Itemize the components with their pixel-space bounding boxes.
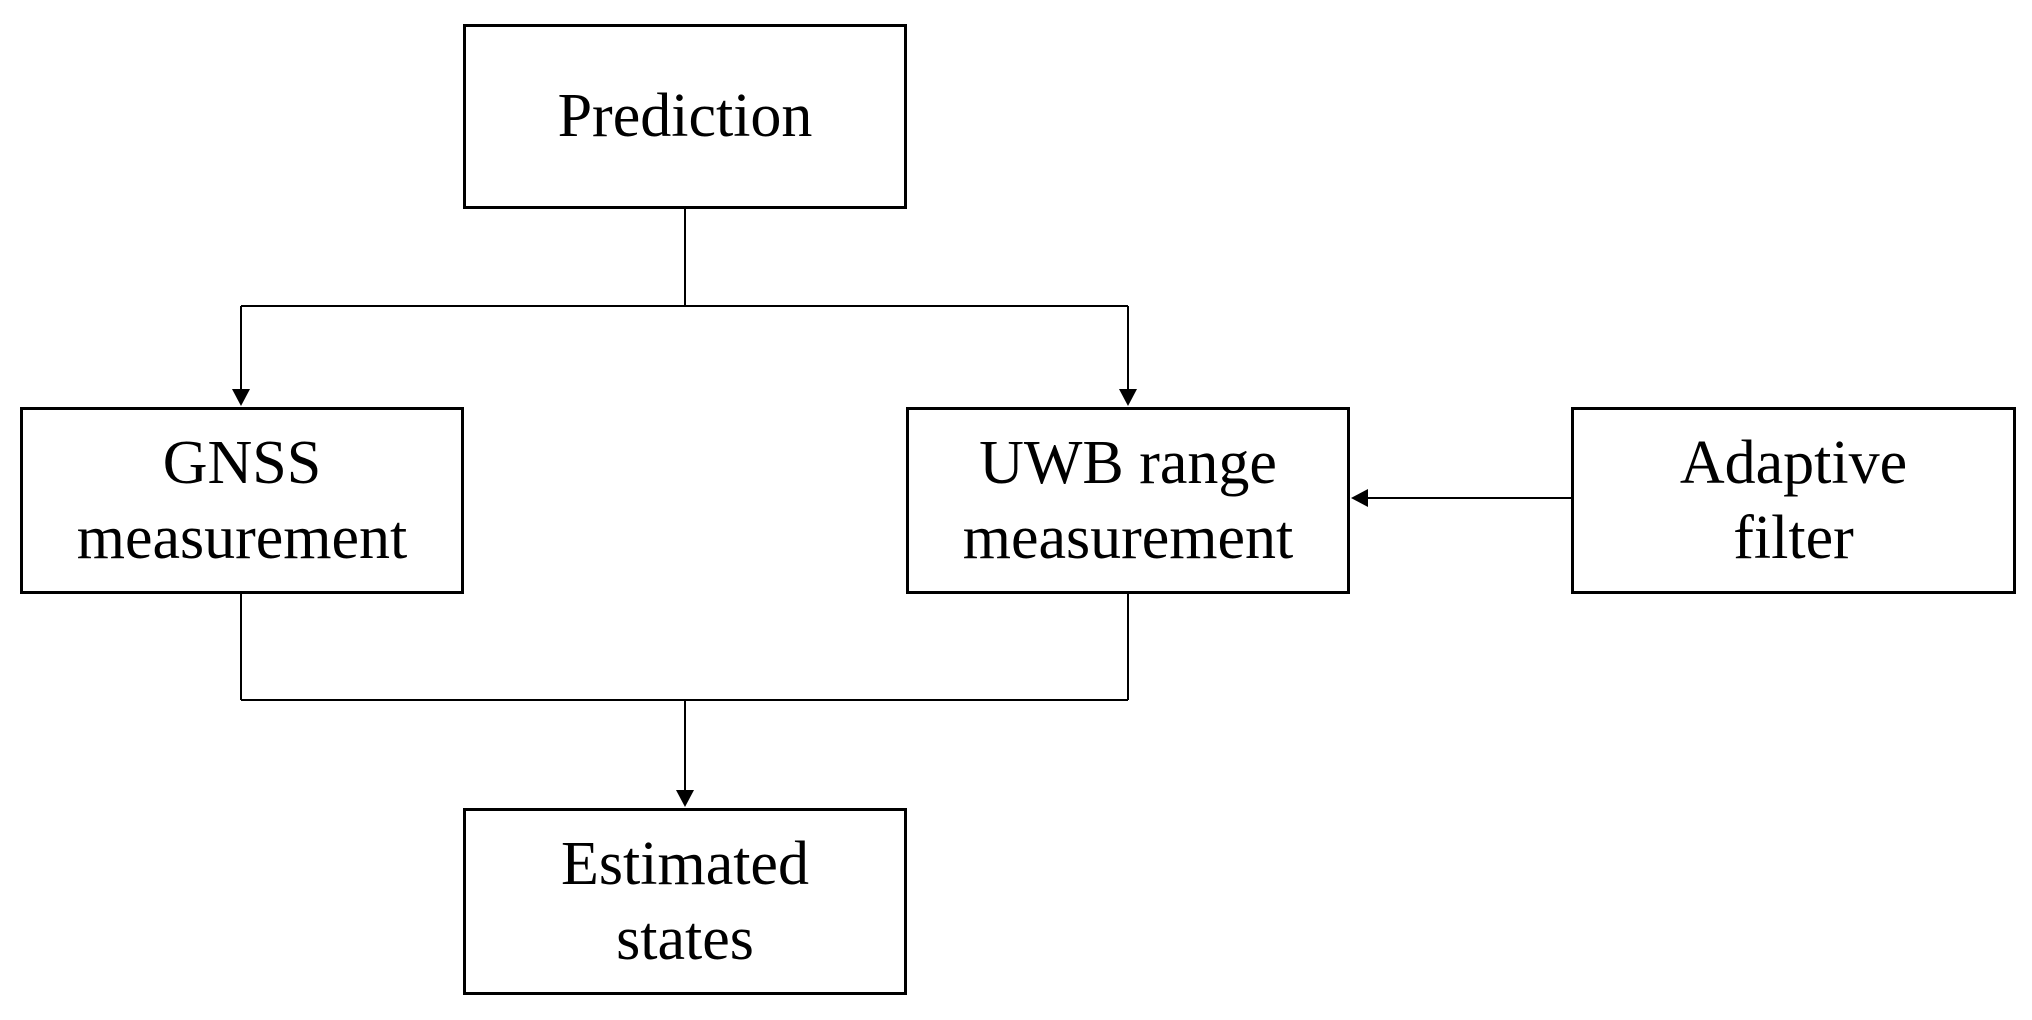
arrowhead-estimated xyxy=(676,790,694,807)
node-uwb-line-2: measurement xyxy=(962,503,1294,572)
node-uwb-line-1: UWB range xyxy=(979,429,1277,498)
edge-measurements-to-estimated xyxy=(240,594,1129,807)
node-estimated-line-1: Estimated xyxy=(561,830,809,899)
node-adaptive-line-2: filter xyxy=(1733,503,1854,572)
node-uwb-range-measurement: UWB range measurement xyxy=(906,407,1350,594)
arrowhead-uwb xyxy=(1119,389,1137,406)
node-prediction: Prediction xyxy=(463,24,907,209)
node-adaptive-filter: Adaptive filter xyxy=(1571,407,2016,594)
node-gnss-line-1: GNSS xyxy=(162,429,322,498)
node-prediction-line-1: Prediction xyxy=(557,82,813,151)
node-estimated-states: Estimated states xyxy=(463,808,907,995)
node-adaptive-line-1: Adaptive xyxy=(1679,429,1908,498)
arrowhead-adaptive-uwb xyxy=(1351,489,1368,507)
node-gnss-line-2: measurement xyxy=(76,503,408,572)
arrow-adaptive-to-uwb xyxy=(1351,489,1571,507)
arrow-to-gnss xyxy=(232,306,250,406)
arrow-to-uwb xyxy=(1119,306,1137,406)
node-gnss-measurement: GNSS measurement xyxy=(20,407,464,594)
arrowhead-gnss xyxy=(232,389,250,406)
edge-prediction-to-measurements xyxy=(241,209,1128,307)
node-estimated-line-2: states xyxy=(616,904,754,973)
